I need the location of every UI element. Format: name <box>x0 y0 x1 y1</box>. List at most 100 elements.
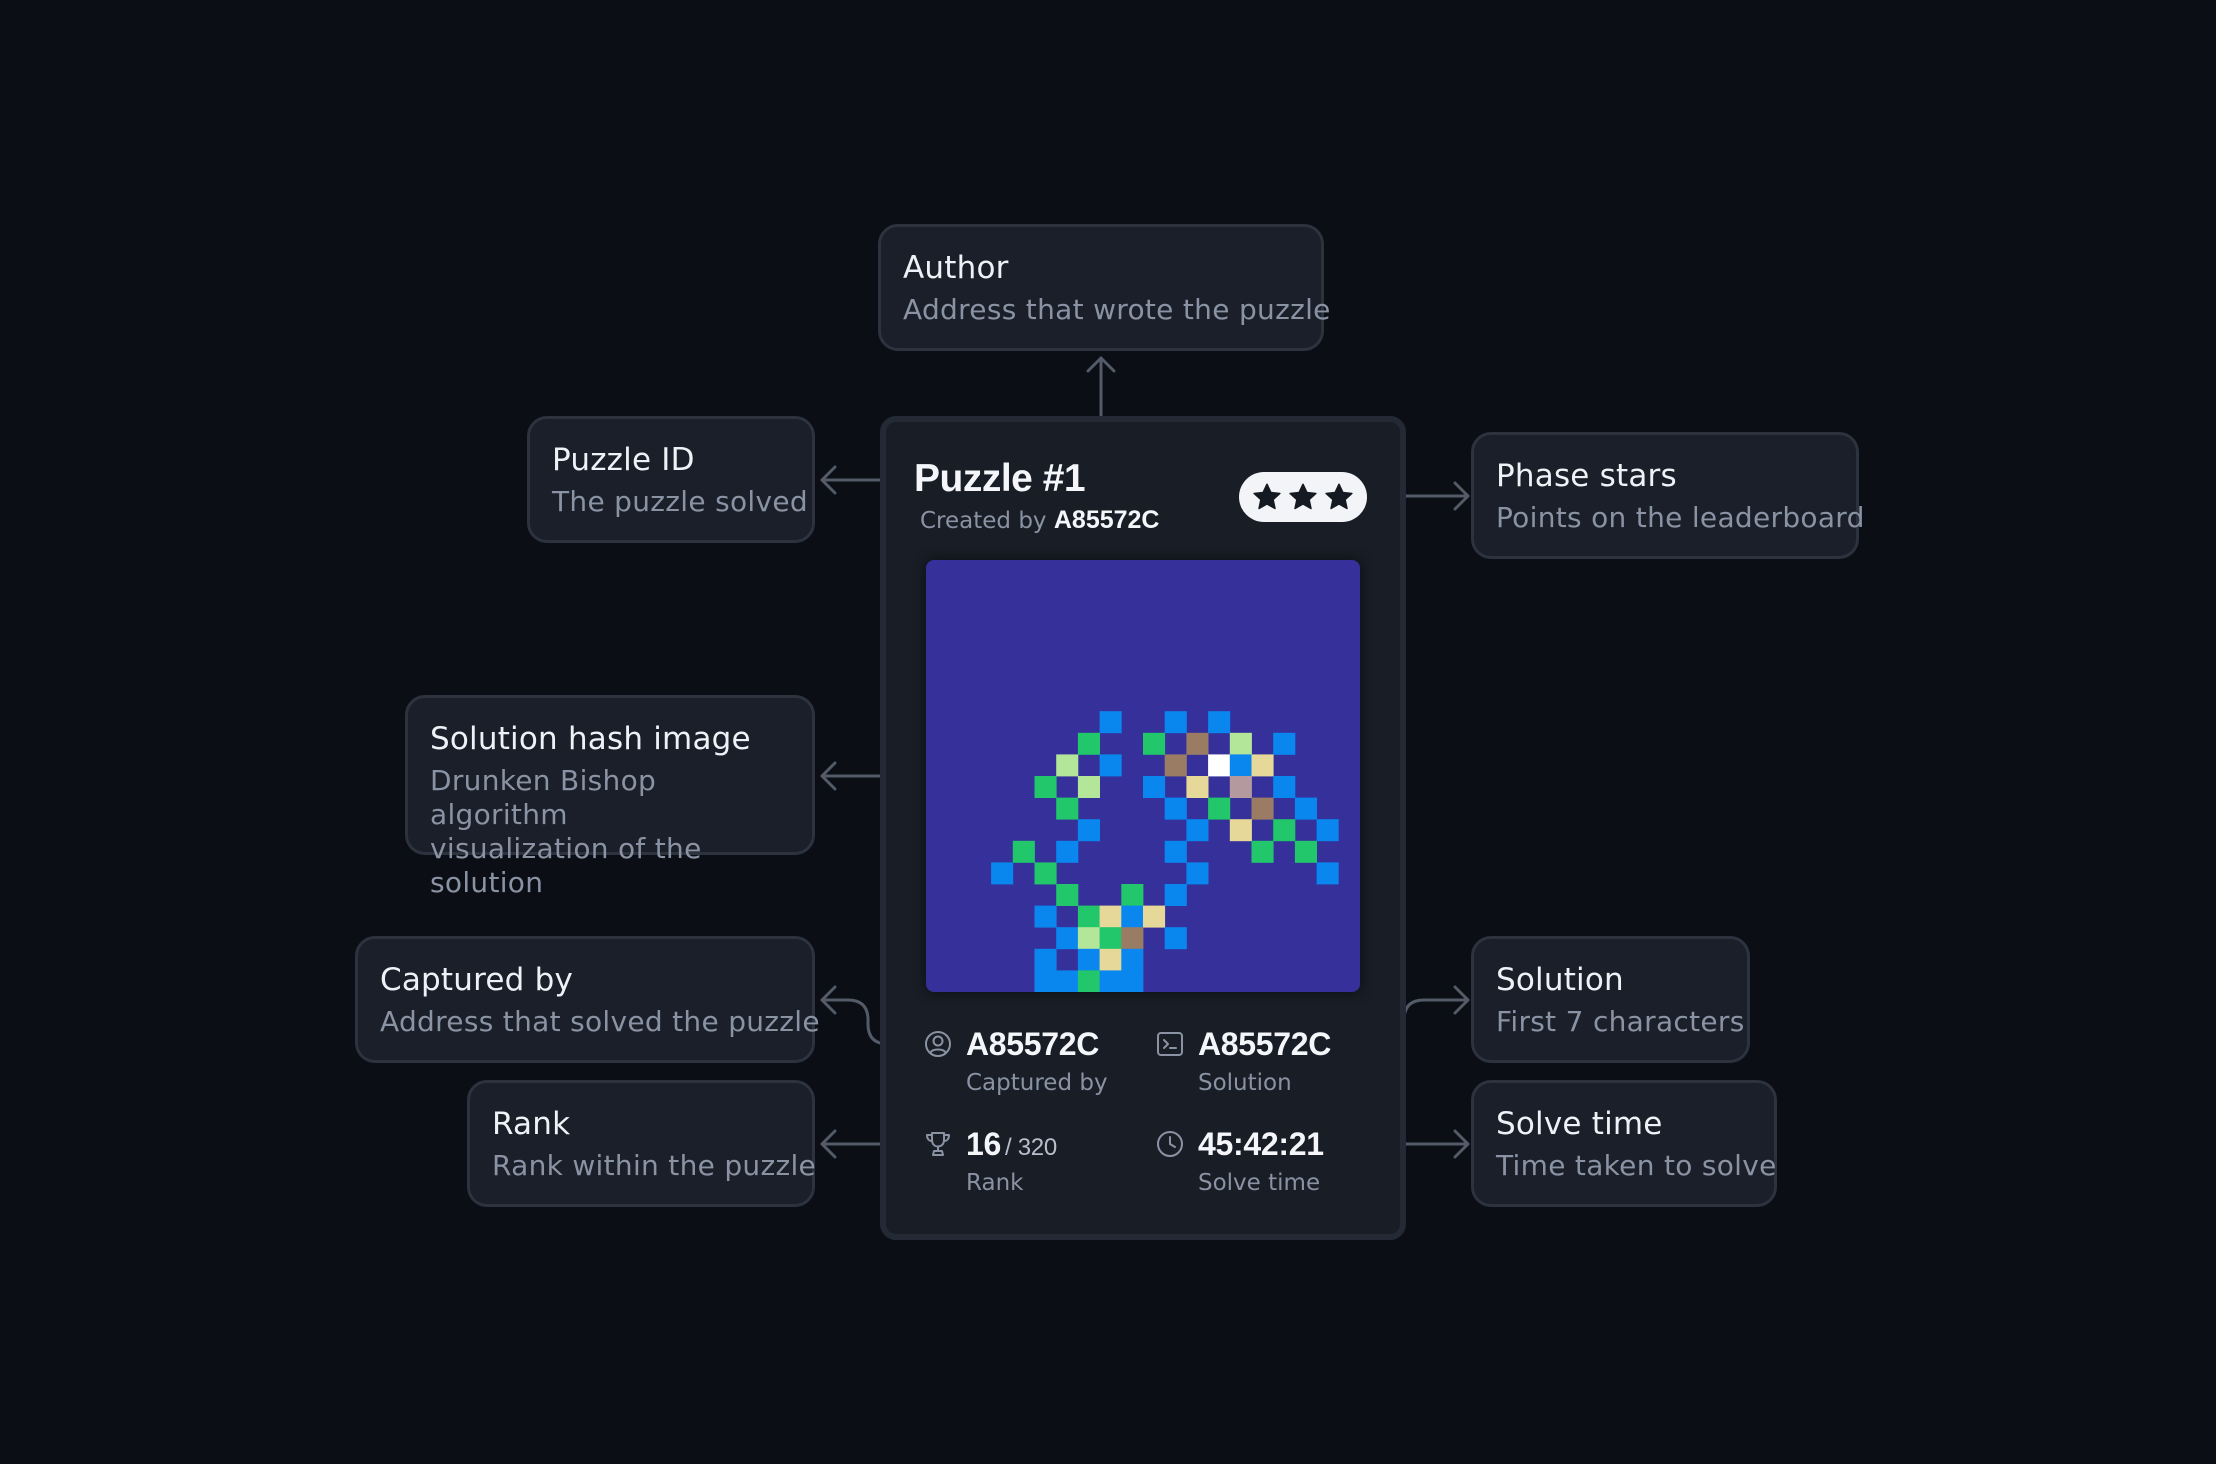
hash-cell <box>1251 754 1274 777</box>
callout-title: Author <box>903 250 1009 286</box>
star-icon <box>1253 483 1281 510</box>
callout-title: Phase stars <box>1496 458 1677 494</box>
trophy-icon <box>926 1132 950 1156</box>
user-circle-icon <box>925 1031 951 1057</box>
callout-solve-time: Solve time Time taken to solve <box>1471 1080 1777 1207</box>
callout-solution-hash-image: Solution hash image Drunken Bishop algor… <box>405 695 815 899</box>
hash-cell <box>1099 754 1122 777</box>
hash-cell <box>1164 840 1187 863</box>
hash-cell <box>1273 819 1296 842</box>
rank-position: 16 <box>966 1126 1001 1162</box>
callout-title: Puzzle ID <box>552 442 695 478</box>
hash-cell <box>1056 927 1079 950</box>
solution-value[interactable]: A85572C <box>1198 1026 1332 1062</box>
hash-cell <box>1143 732 1166 755</box>
hash-cell <box>1273 776 1296 798</box>
hash-cell <box>1077 776 1100 798</box>
hash-cell <box>1056 840 1079 863</box>
hash-cell <box>1143 905 1166 928</box>
rank-value: 16/ 320 <box>966 1124 1057 1168</box>
callout-title: Captured by <box>380 962 574 998</box>
callout-description: Time taken to solve <box>1496 1149 1777 1182</box>
hash-cell <box>1186 776 1209 798</box>
rank-arrowhead <box>820 1129 837 1159</box>
hash-cell <box>1077 970 1100 992</box>
hash-cell <box>1251 840 1274 863</box>
callout-description: First 7 characters <box>1496 1005 1745 1038</box>
terminal-icon <box>1157 1032 1183 1056</box>
hash-cell <box>1229 819 1252 842</box>
clock-icon <box>1157 1131 1183 1157</box>
hash-cell <box>1164 884 1187 906</box>
rank-label: Rank <box>966 1170 1024 1196</box>
hash-cell <box>1164 711 1187 734</box>
hash-cell <box>1229 754 1252 777</box>
callout-puzzle-id: Puzzle ID The puzzle solved <box>527 416 815 543</box>
captured-by-arrowhead <box>820 985 837 1015</box>
hash-cell <box>1208 754 1231 777</box>
callout-description: Address that wrote the puzzle <box>903 293 1331 326</box>
captured-by-address[interactable]: A85572C <box>966 1026 1100 1062</box>
phase-stars-arrowhead <box>1453 481 1470 511</box>
hash-cell <box>1316 862 1339 885</box>
hash-cell <box>1056 754 1079 777</box>
hash-cell <box>1316 819 1339 842</box>
author-arrowhead <box>1086 356 1116 373</box>
hash-cell <box>1164 797 1187 820</box>
puzzle-id-arrowhead <box>820 465 837 495</box>
hash-cell <box>1099 905 1122 928</box>
hash-cell <box>1056 884 1079 906</box>
hash-cell <box>1143 776 1166 798</box>
hash-arrowhead <box>820 761 837 791</box>
hash-cell <box>1012 840 1035 863</box>
hash-cell <box>1077 927 1100 950</box>
star-icon <box>1289 483 1317 510</box>
hash-cell <box>1294 840 1317 863</box>
callout-rank: Rank Rank within the puzzle <box>467 1080 817 1207</box>
solve-time-arrowhead <box>1453 1129 1470 1159</box>
callout-captured-by: Captured by Address that solved the puzz… <box>355 936 820 1063</box>
callout-title: Solution hash image <box>430 721 751 757</box>
hash-cell <box>1186 862 1209 885</box>
author-address[interactable]: A85572C <box>1053 506 1160 534</box>
hash-cell <box>1099 970 1122 992</box>
hash-cell <box>1121 970 1144 992</box>
hash-cell <box>1099 711 1122 734</box>
callout-author: Author Address that wrote the puzzle <box>878 224 1331 351</box>
hash-cell <box>1121 884 1144 906</box>
created-by-prefix: Created by <box>920 508 1047 534</box>
callout-description: Rank within the puzzle <box>492 1149 817 1182</box>
hash-cell <box>1273 732 1296 755</box>
hash-cell <box>1229 776 1252 798</box>
callout-title: Solve time <box>1496 1106 1663 1142</box>
callout-title: Solution <box>1496 962 1624 998</box>
hash-cell <box>1034 948 1057 971</box>
hash-cell <box>1121 927 1144 950</box>
hash-cell <box>1034 970 1057 992</box>
solve-time-value: 45:42:21 <box>1198 1126 1324 1162</box>
hash-cell <box>1099 927 1122 950</box>
callout-title: Rank <box>492 1106 571 1142</box>
captured-by-label: Captured by <box>966 1070 1108 1096</box>
puzzle-author-line: Created by A85572C <box>920 505 1160 536</box>
star-icon <box>1325 483 1353 510</box>
callout-description: Points on the leaderboard <box>1496 501 1865 534</box>
hash-cell <box>1056 797 1079 820</box>
hash-cell <box>1121 948 1144 971</box>
hash-cell <box>1034 905 1057 928</box>
hash-cell <box>1186 819 1209 842</box>
puzzle-title: Puzzle #1 <box>914 457 1086 500</box>
solution-arrowhead <box>1453 985 1470 1015</box>
callout-phase-stars: Phase stars Points on the leaderboard <box>1471 432 1865 559</box>
callout-description: Drunken Bishop algorithm visualization o… <box>430 764 702 899</box>
solution-label: Solution <box>1198 1070 1292 1096</box>
callout-description: Address that solved the puzzle <box>380 1005 820 1038</box>
hash-cell <box>1077 819 1100 842</box>
hash-cell <box>1034 776 1057 798</box>
hash-cell <box>1208 711 1231 734</box>
hash-cell <box>1208 797 1231 820</box>
hash-cell <box>1164 927 1187 950</box>
hash-cell <box>1077 905 1100 928</box>
phase-stars-badge <box>1239 472 1367 522</box>
